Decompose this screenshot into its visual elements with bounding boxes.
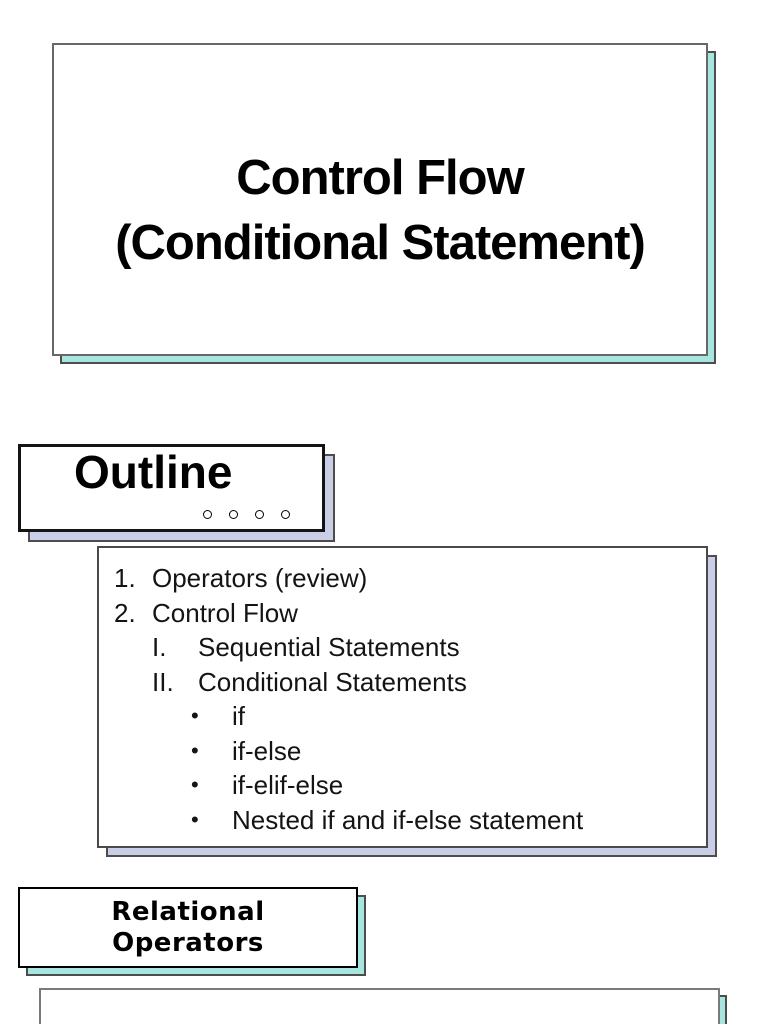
outline-item: • Nested if and if-else statement <box>99 803 706 838</box>
list-item-text: Operators (review) <box>152 563 368 593</box>
bullet-marker: • <box>191 772 199 797</box>
outline-item: • if-else <box>99 734 706 769</box>
list-item-text: if-else <box>232 735 302 766</box>
title-line-1: Control Flow <box>236 150 524 205</box>
outline-item: I. Sequential Statements <box>99 630 706 665</box>
relational-operators-header: Relational Operators <box>18 887 358 968</box>
decoration-circle <box>229 510 238 519</box>
list-marker: 1. <box>114 563 136 593</box>
outline-item: • if-elif-else <box>99 768 706 803</box>
relational-heading-line-2: Operators <box>112 927 264 958</box>
outline-content: 1. Operators (review) 2. Control Flow I.… <box>97 546 708 848</box>
bottom-slide <box>39 988 720 1024</box>
outline-item: 1. Operators (review) <box>99 561 706 596</box>
outline-item: 2. Control Flow <box>99 596 706 631</box>
list-marker: II. <box>152 666 174 697</box>
outline-header: Outline <box>18 444 325 532</box>
bullet-marker: • <box>191 703 199 728</box>
outline-item: II. Conditional Statements <box>99 665 706 700</box>
title-slide: Control Flow (Conditional Statement) <box>52 43 708 356</box>
decoration-circle <box>255 510 264 519</box>
bullet-marker: • <box>191 806 199 832</box>
list-item-text: Control Flow <box>152 597 298 628</box>
list-item-text: if <box>232 701 245 731</box>
outline-heading: Outline <box>74 446 233 498</box>
bullet-marker: • <box>191 737 199 763</box>
decoration-circle <box>203 510 212 519</box>
list-item-text: Conditional Statements <box>198 666 467 697</box>
outline-decoration-dots <box>203 510 290 519</box>
list-item-text: Nested if and if-else statement <box>232 804 584 835</box>
title-line-2: (Conditional Statement) <box>115 215 646 270</box>
list-marker: 2. <box>114 597 136 628</box>
decoration-circle <box>281 510 290 519</box>
list-item-text: Sequential Statements <box>198 632 460 662</box>
list-marker: I. <box>152 632 167 662</box>
relational-heading-line-1: Relational <box>111 896 265 927</box>
outline-item: • if <box>99 699 706 734</box>
list-item-text: if-elif-else <box>232 770 344 800</box>
